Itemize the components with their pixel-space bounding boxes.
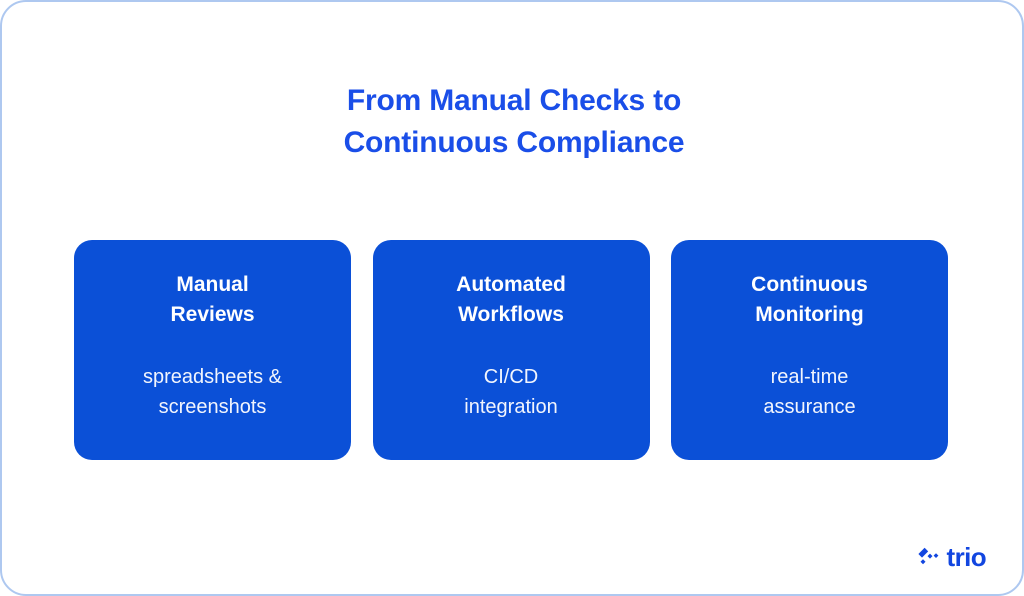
card-body: CI/CD integration: [464, 366, 558, 418]
card-continuous-monitoring: Continuous Monitoring real-time assuranc…: [671, 240, 948, 460]
card-heading: Manual Reviews: [170, 273, 255, 326]
page-title-line-1: From Manual Checks to: [346, 84, 682, 117]
card-body: spreadsheets & screenshots: [143, 366, 282, 418]
page-title-line-2: Continuous Compliance: [343, 126, 685, 159]
trio-logo-text: trio: [946, 542, 987, 572]
card-automated-workflows: Automated Workflows CI/CD integration: [372, 240, 650, 460]
card-body: real-time assurance: [763, 366, 856, 418]
card-heading: Continuous Monitoring: [751, 273, 868, 326]
card-manual-reviews: Manual Reviews spreadsheets & screenshot…: [74, 240, 351, 460]
trio-logo: trio: [917, 542, 987, 572]
card-row: Manual Reviews spreadsheets & screenshot…: [74, 240, 948, 460]
trio-diamond-slash-icon: [917, 547, 938, 565]
card-heading: Automated Workflows: [456, 273, 566, 326]
page-title: From Manual Checks to Continuous Complia…: [2, 80, 1022, 164]
